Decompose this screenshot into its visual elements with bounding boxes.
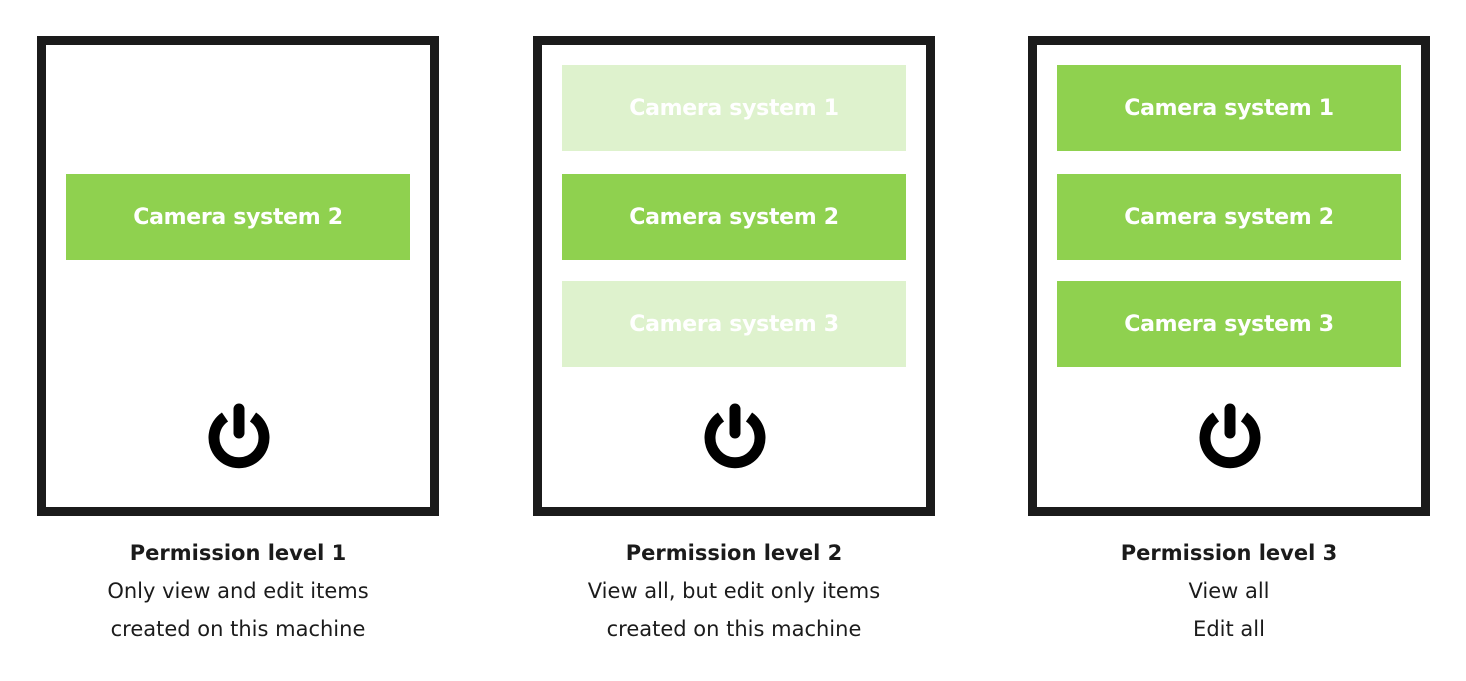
caption-title: Permission level 2 bbox=[625, 541, 843, 565]
power-icon[interactable] bbox=[207, 403, 271, 471]
camera-system-2-button[interactable]: Camera system 2 bbox=[562, 174, 906, 260]
caption-line: Edit all bbox=[1193, 617, 1265, 641]
button-label: Camera system 2 bbox=[629, 204, 839, 230]
device-frame-level-3: Camera system 1 Camera system 2 Camera s… bbox=[1028, 36, 1430, 516]
caption-title: Permission level 3 bbox=[1120, 541, 1338, 565]
camera-system-3-button: Camera system 3 bbox=[562, 281, 906, 367]
camera-system-2-button[interactable]: Camera system 2 bbox=[66, 174, 410, 260]
caption-title: Permission level 1 bbox=[129, 541, 347, 565]
caption-line: View all, but edit only items bbox=[587, 579, 881, 603]
device-frame-level-1: Camera system 2 bbox=[37, 36, 439, 516]
camera-system-1-button: Camera system 1 bbox=[562, 65, 906, 151]
caption-line: View all bbox=[1188, 579, 1270, 603]
caption-line: created on this machine bbox=[606, 617, 862, 641]
button-label: Camera system 1 bbox=[629, 95, 839, 121]
caption-line: created on this machine bbox=[110, 617, 366, 641]
button-label: Camera system 2 bbox=[133, 204, 343, 230]
camera-system-3-button[interactable]: Camera system 3 bbox=[1057, 281, 1401, 367]
button-label: Camera system 3 bbox=[629, 311, 839, 337]
device-frame-level-2: Camera system 1 Camera system 2 Camera s… bbox=[533, 36, 935, 516]
camera-system-2-button[interactable]: Camera system 2 bbox=[1057, 174, 1401, 260]
button-label: Camera system 3 bbox=[1124, 311, 1334, 337]
caption-level-2: Permission level 2 View all, but edit on… bbox=[533, 534, 935, 648]
button-label: Camera system 1 bbox=[1124, 95, 1334, 121]
power-icon[interactable] bbox=[1198, 403, 1262, 471]
caption-level-1: Permission level 1 Only view and edit it… bbox=[37, 534, 439, 648]
power-icon[interactable] bbox=[703, 403, 767, 471]
caption-line: Only view and edit items bbox=[107, 579, 369, 603]
camera-system-1-button[interactable]: Camera system 1 bbox=[1057, 65, 1401, 151]
caption-level-3: Permission level 3 View all Edit all bbox=[1028, 534, 1430, 648]
button-label: Camera system 2 bbox=[1124, 204, 1334, 230]
